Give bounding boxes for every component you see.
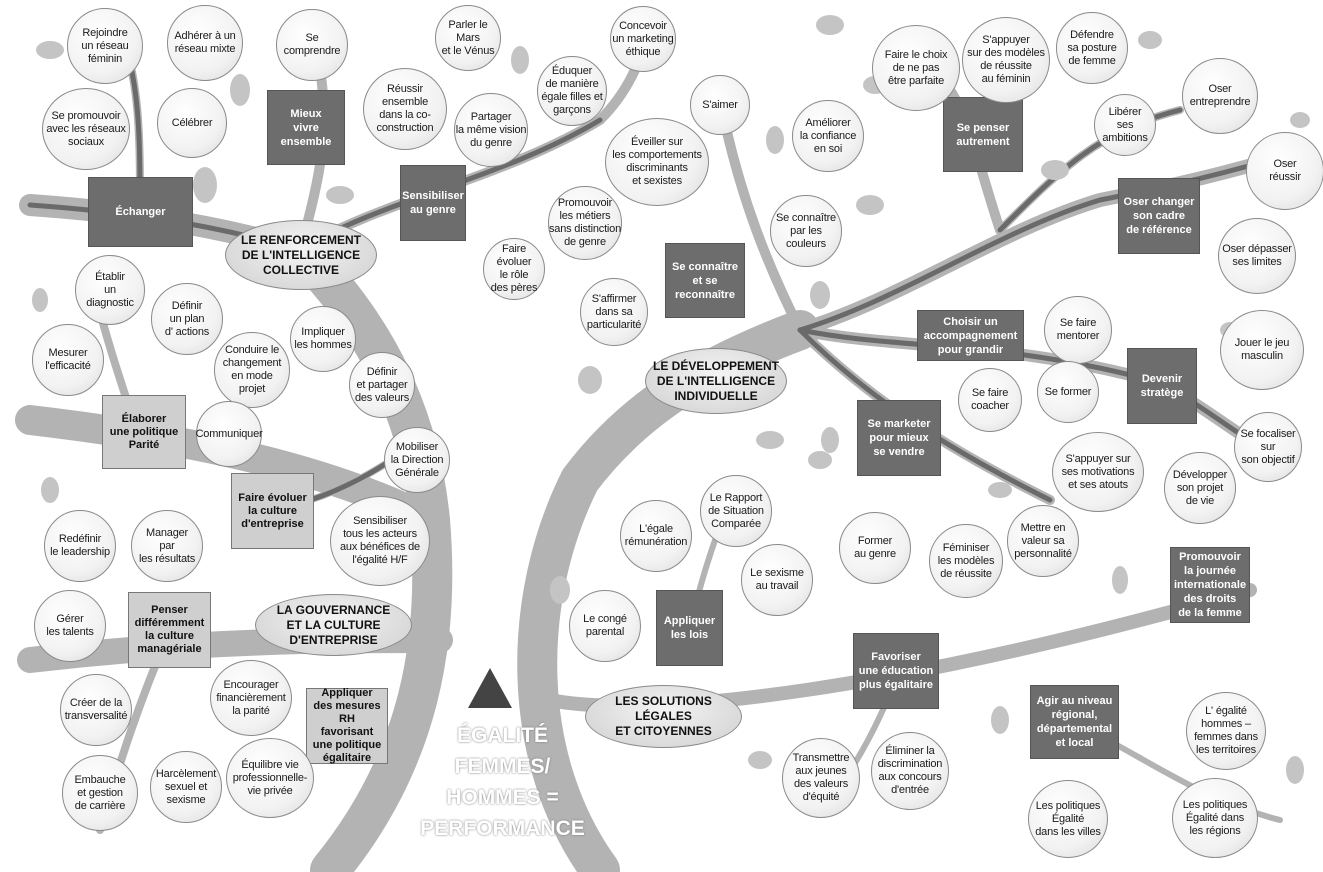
idea-bubble-former-genre: Former au genre [839,512,911,584]
idea-bubble-sexisme: Le sexisme au travail [741,544,813,616]
action-box-sensibiliser: Sensibiliser au genre [400,165,466,241]
idea-bubble-celebrer: Célébrer [157,88,227,158]
action-box-journee: Promouvoir la journée internationale des… [1170,547,1250,623]
idea-bubble-regions: Les politiques Égalité dans les régions [1172,778,1258,858]
idea-bubble-marketing: Concevoir un marketing éthique [610,6,676,72]
idea-bubble-transmettre: Transmettre aux jeunes des valeurs d'équ… [782,738,860,818]
idea-bubble-villes: Les politiques Égalité dans les villes [1028,780,1108,858]
idea-bubble-promouvoir-reseaux: Se promouvoir avec les réseaux sociaux [42,88,130,170]
idea-bubble-valeurs: Définir et partager des valeurs [349,352,415,418]
idea-bubble-harcelement: Harcèlement sexuel et sexisme [150,751,222,823]
idea-bubble-conduire: Conduire le changement en mode projet [214,332,290,408]
idea-bubble-confiance: Améliorer la confiance en soi [792,100,864,172]
idea-bubble-talents: Gérer les talents [34,590,106,662]
idea-bubble-affirmer: S'affirmer dans sa particularité [580,278,648,346]
idea-bubble-equilibre: Équilibre vie professionnelle- vie privé… [226,738,314,818]
idea-bubble-territoires: L' égalité hommes – femmes dans les terr… [1186,692,1266,770]
idea-bubble-ambitions: Libérer ses ambitions [1094,94,1156,156]
idea-bubble-projet-vie: Développer son projet de vie [1164,452,1236,524]
idea-bubble-acteurs: Sensibiliser tous les acteurs aux bénéfi… [330,496,430,586]
idea-bubble-peres: Faire évoluer le rôle des pères [483,238,545,300]
idea-bubble-embauche: Embauche et gestion de carrière [62,755,138,831]
idea-bubble-mentorer: Se faire mentorer [1044,296,1112,364]
idea-bubble-partager: Partager la même vision du genre [454,93,528,167]
idea-bubble-former: Se former [1037,361,1099,423]
action-box-mieux-vivre: Mieux vivre ensemble [267,90,345,165]
idea-bubble-couleurs: Se connaître par les couleurs [770,195,842,267]
idea-bubble-aimer: S'aimer [690,75,750,135]
action-box-oser-changer: Oser changer son cadre de référence [1118,178,1200,254]
action-box-education: Favoriser une éducation plus égalitaire [853,633,939,709]
idea-bubble-metiers: Promouvoir les métiers sans distinction … [548,186,622,260]
leaves [32,15,1310,784]
main-title: ÉGALITÉ FEMMES/ HOMMES = PERFORMANCE [420,724,585,840]
action-box-se-connaitre: Se connaître et se reconnaître [665,243,745,318]
action-box-manageriale: Penser différemment la culture managéria… [128,592,211,668]
idea-bubble-leadership: Redéfinir le leadership [44,510,116,582]
idea-bubble-entreprendre: Oser entreprendre [1182,58,1258,134]
idea-bubble-motivations: S'appuyer sur ses motivations et ses ato… [1052,432,1144,512]
idea-bubble-posture: Défendre sa posture de femme [1056,12,1128,84]
idea-bubble-rapport: Le Rapport de Situation Comparée [700,475,772,547]
idea-bubble-transversalite: Créer de la transversalité [60,674,132,746]
action-box-parite: Élaborer une politique Parité [102,395,186,469]
idea-bubble-direction: Mobiliser la Direction Générale [384,427,450,493]
idea-bubble-reussir-ensemble: Réussir ensemble dans la co- constructio… [363,68,447,150]
theme-ellipse-individual: LE DÉVELOPPEMENT DE L'INTELLIGENCE INDIV… [645,348,787,414]
idea-bubble-impliquer: Impliquer les hommes [290,306,356,372]
idea-bubble-coacher: Se faire coacher [958,368,1022,432]
theme-ellipse-governance: LA GOUVERNANCE ET LA CULTURE D'ENTREPRIS… [255,594,412,656]
action-box-accompagnement: Choisir un accompagnement pour grandir [917,310,1024,361]
action-box-marketer: Se marketer pour mieux se vendre [857,400,941,476]
idea-bubble-eduquer: Éduquer de manière égale filles et garço… [537,56,607,126]
idea-bubble-diagnostic: Établir un diagnostic [75,255,145,325]
idea-bubble-remuneration: L'égale rémunération [620,500,692,572]
idea-bubble-modeles: S'appuyer sur des modèles de réussite au… [962,17,1050,103]
idea-bubble-adherer: Adhérer à un réseau mixte [167,5,243,81]
idea-bubble-limites: Oser dépasser ses limites [1218,218,1296,294]
idea-bubble-conge: Le congé parental [569,590,641,662]
action-box-lois: Appliquer les lois [656,590,723,666]
idea-bubble-oser-reussir: Oser réussir [1246,132,1323,210]
idea-bubble-mars: Parler le Mars et le Vénus [435,5,501,71]
idea-bubble-manager: Manager par les résultats [131,510,203,582]
idea-bubble-parfaite: Faire le choix de ne pas être parfaite [872,25,960,111]
idea-bubble-personnalite: Mettre en valeur sa personnalité [1007,505,1079,577]
idea-bubble-eliminer: Éliminer la discrimination aux concours … [871,732,949,810]
action-box-echanger: Échanger [88,177,193,247]
triangle-icon [468,668,512,708]
action-box-agir: Agir au niveau régional, départemental e… [1030,685,1119,759]
idea-bubble-feminiser: Féminiser les modèles de réussite [929,524,1003,598]
idea-bubble-objectif: Se focaliser sur son objectif [1234,412,1302,482]
idea-bubble-comprendre: Se comprendre [276,9,348,81]
idea-bubble-eveiller: Éveiller sur les comportements discrimin… [605,118,709,206]
action-box-se-penser: Se penser autrement [943,97,1023,172]
action-box-rh: Appliquer des mesures RH favorisant une … [306,687,388,764]
action-box-stratege: Devenir stratège [1127,348,1197,424]
theme-ellipse-legal: LES SOLUTIONS LÉGALES ET CITOYENNES [585,685,742,748]
theme-ellipse-collective: LE RENFORCEMENT DE L'INTELLIGENCE COLLEC… [225,220,377,290]
action-box-culture: Faire évoluer la culture d'entreprise [231,473,314,549]
idea-bubble-plan: Définir un plan d' actions [151,283,223,355]
idea-bubble-jeu: Jouer le jeu masculin [1220,310,1304,390]
idea-bubble-financement: Encourager financièrement la parité [210,660,292,736]
idea-bubble-efficacite: Mesurer l'efficacité [32,324,104,396]
idea-bubble-communiquer: Communiquer [196,401,263,467]
idea-bubble-rejoindre: Rejoindre un réseau féminin [67,8,143,84]
